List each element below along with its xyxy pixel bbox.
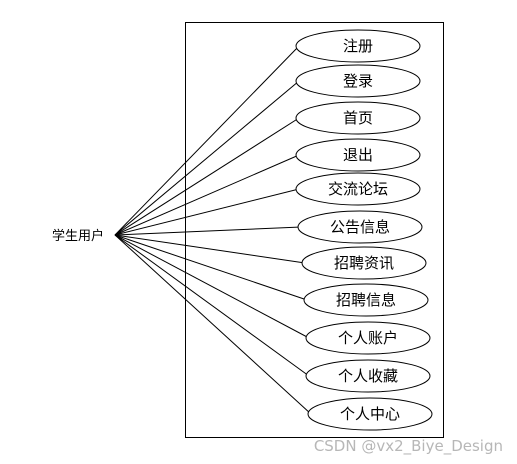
use-case-login xyxy=(295,64,421,98)
use-case-label-recruit-info: 招聘信息 xyxy=(336,291,396,309)
use-case-account xyxy=(305,321,431,355)
association-line-favorites xyxy=(114,234,310,377)
use-case-label-register: 注册 xyxy=(343,37,373,55)
use-case-logout xyxy=(295,138,421,172)
use-case-forum xyxy=(295,172,421,206)
use-case-notice xyxy=(297,210,423,244)
association-line-recruit-info xyxy=(114,234,308,301)
use-case-label-logout: 退出 xyxy=(343,146,373,164)
use-case-label-recruit-news: 招聘资讯 xyxy=(334,254,394,272)
association-line-account xyxy=(114,234,310,339)
association-line-recruit-news xyxy=(114,234,306,264)
use-case-home xyxy=(295,101,421,135)
use-case-register xyxy=(295,29,421,63)
use-case-favorites xyxy=(305,359,431,393)
use-case-label-login: 登录 xyxy=(343,72,373,90)
system-boundary xyxy=(185,22,444,438)
association-line-register xyxy=(114,45,300,236)
association-lines xyxy=(114,45,312,415)
use-case-label-favorites: 个人收藏 xyxy=(338,367,398,385)
association-line-notice xyxy=(114,226,302,236)
association-line-profile-center xyxy=(114,234,312,415)
use-case-label-account: 个人账户 xyxy=(338,329,398,347)
use-case-recruit-news xyxy=(301,246,427,280)
use-case-profile-center xyxy=(307,397,433,431)
use-case-label-forum: 交流论坛 xyxy=(328,180,388,198)
watermark-text: CSDN @vx2_Biye_Design xyxy=(313,437,503,455)
use-case-recruit-info xyxy=(303,283,429,317)
use-case-label-home: 首页 xyxy=(343,109,373,127)
use-case-label-profile-center: 个人中心 xyxy=(340,405,400,423)
association-line-forum xyxy=(114,188,300,236)
association-line-login xyxy=(114,80,300,236)
association-line-home xyxy=(114,117,300,236)
use-case-label-notice: 公告信息 xyxy=(330,218,390,236)
association-line-logout xyxy=(114,154,300,236)
actor-label: 学生用户 xyxy=(52,228,104,244)
